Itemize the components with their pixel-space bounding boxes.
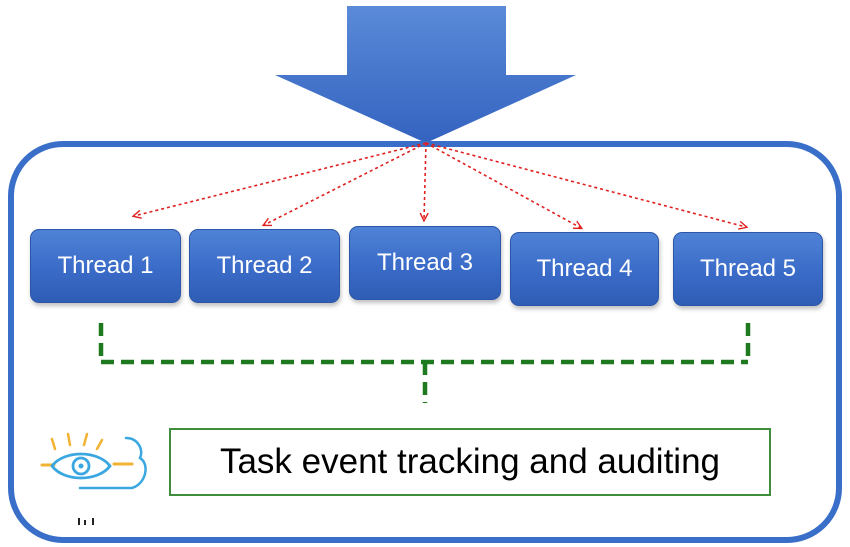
dispatch-arrow-thread-3 <box>424 142 426 220</box>
thread-label-5: Thread 5 <box>699 255 797 282</box>
thread-label-4: Thread 4 <box>536 255 633 282</box>
dispatch-arrow-thread-4 <box>425 142 581 228</box>
thread-box-5: Thread 5 <box>673 232 823 306</box>
dispatch-arrow-thread-5 <box>425 142 746 227</box>
dispatch-arrows <box>134 142 746 228</box>
input-arrow <box>275 6 576 143</box>
thread-box-3: Thread 3 <box>349 226 501 300</box>
dispatch-arrow-thread-2 <box>264 142 427 225</box>
dispatch-arrow-thread-1 <box>134 142 427 216</box>
thread-label-1: Thread 1 <box>57 252 154 279</box>
thread-box-4: Thread 4 <box>510 232 659 306</box>
audit-label-text: Task event tracking and auditing <box>219 442 721 481</box>
audit-label-box: Task event tracking and auditing <box>169 428 771 496</box>
eye-monitoring-icon <box>40 430 150 530</box>
thread-label-3: Thread 3 <box>376 249 474 276</box>
thread-box-1: Thread 1 <box>30 229 181 303</box>
thread-box-2: Thread 2 <box>189 229 340 303</box>
join-bracket <box>98 323 751 403</box>
thread-label-2: Thread 2 <box>216 252 313 279</box>
